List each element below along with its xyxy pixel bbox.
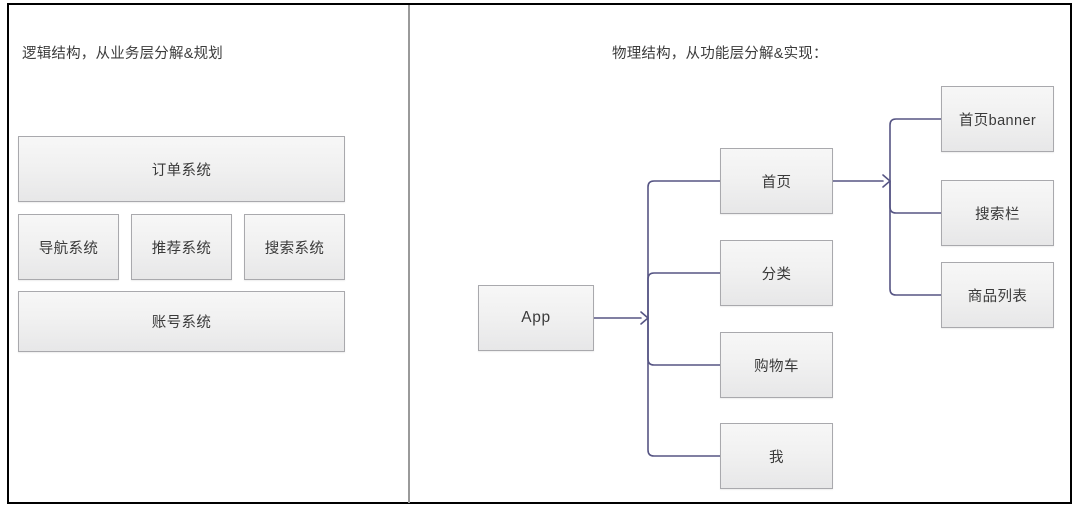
node-购物车-label: 购物车	[754, 358, 799, 375]
node-推荐系统-label: 推荐系统	[151, 240, 212, 257]
panel-divider	[408, 5, 410, 503]
node-分类[interactable]: 分类	[720, 240, 833, 306]
node-我-label: 我	[769, 449, 784, 466]
node-订单系统-label: 订单系统	[151, 162, 212, 179]
node-商品列表-label: 商品列表	[967, 288, 1028, 305]
node-我[interactable]: 我	[720, 423, 833, 489]
node-App[interactable]: App	[478, 285, 594, 351]
node-导航系统-label: 导航系统	[38, 240, 99, 257]
node-首页banner-label: 首页banner	[958, 112, 1037, 129]
node-搜索栏[interactable]: 搜索栏	[941, 180, 1054, 246]
node-订单系统[interactable]: 订单系统	[18, 136, 345, 202]
node-搜索系统[interactable]: 搜索系统	[244, 214, 345, 280]
node-购物车[interactable]: 购物车	[720, 332, 833, 398]
node-搜索系统-label: 搜索系统	[264, 240, 325, 257]
node-分类-label: 分类	[761, 266, 792, 283]
node-首页banner[interactable]: 首页banner	[941, 86, 1054, 152]
node-首页[interactable]: 首页	[720, 148, 833, 214]
left-panel-title: 逻辑结构，从业务层分解&规划	[22, 46, 223, 62]
node-推荐系统[interactable]: 推荐系统	[131, 214, 232, 280]
node-首页-label: 首页	[761, 174, 792, 191]
node-App-label: App	[521, 309, 551, 326]
node-导航系统[interactable]: 导航系统	[18, 214, 119, 280]
node-账号系统-label: 账号系统	[151, 315, 212, 331]
node-商品列表[interactable]: 商品列表	[941, 262, 1054, 328]
node-搜索栏-label: 搜索栏	[975, 206, 1020, 223]
right-panel-title: 物理结构，从功能层分解&实现：	[612, 46, 828, 62]
node-账号系统[interactable]: 账号系统	[18, 291, 345, 352]
